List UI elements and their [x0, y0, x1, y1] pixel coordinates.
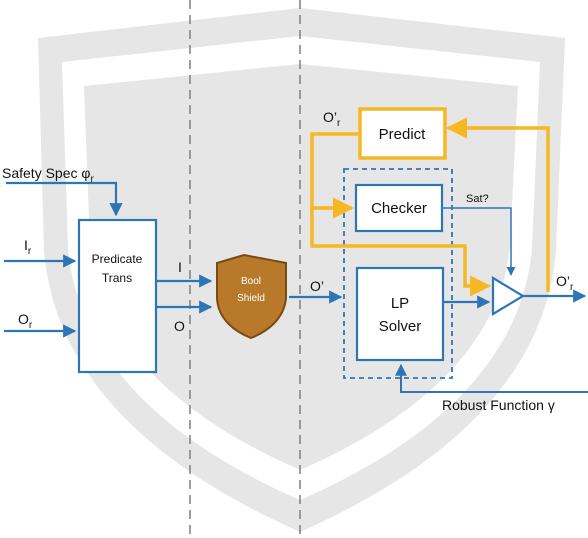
trans-o-label: O [174, 318, 185, 334]
robust-function-arrow [395, 363, 588, 393]
predict-output-label: O’r [323, 109, 341, 129]
feedback-loop [445, 117, 550, 292]
checker-solver-container [343, 168, 453, 379]
lp-solver-label-1: LP [391, 295, 409, 312]
shield-output-label: O’ [310, 278, 324, 294]
safety-spec-arrow [6, 181, 123, 217]
predicate-trans-label-1: Predicate [92, 252, 143, 266]
predict-to-checker [310, 132, 358, 219]
safety-spec-label: Safety Spec φr [2, 165, 94, 185]
trans-i-label: I [178, 259, 182, 275]
bool-shield-label-1: Bool [241, 276, 261, 287]
lp-solver-box [355, 266, 445, 362]
predicate-trans-label-2: Trans [102, 271, 132, 285]
predict-box [358, 107, 447, 160]
input-i-label: Ir [24, 237, 32, 257]
robust-function-label: Robust Function γ [442, 397, 555, 413]
sat-label: Sat? [466, 193, 489, 205]
lp-solver-label-2: Solver [379, 318, 422, 335]
predicate-trans-box [77, 218, 158, 374]
checker-box [354, 183, 444, 233]
bool-shield-icon: Bool Shield [216, 253, 287, 340]
checker-label: Checker [371, 200, 427, 217]
sat-arrow [442, 207, 516, 276]
predict-label: Predict [379, 126, 427, 143]
comparator-triangle [491, 276, 526, 316]
final-output-label: O’r [556, 273, 574, 293]
predict-to-comparator [310, 208, 492, 297]
bool-shield-label-2: Shield [237, 293, 265, 304]
input-o-label: Or [18, 311, 33, 331]
